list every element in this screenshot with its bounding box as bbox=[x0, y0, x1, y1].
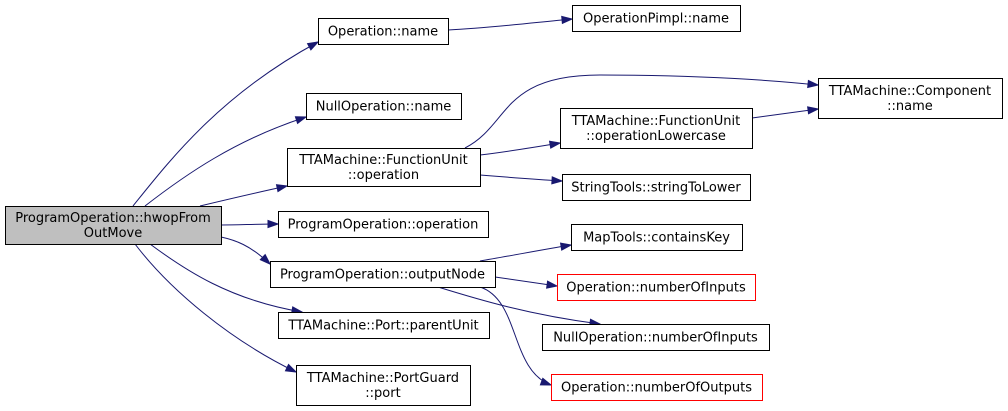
edges-layer bbox=[132, 15, 820, 386]
edge-arrowhead bbox=[551, 176, 564, 185]
edge-line bbox=[479, 244, 572, 262]
node-label: TTAMachine::PortGuard bbox=[306, 371, 459, 386]
node-box[interactable] bbox=[571, 224, 743, 251]
edge-arrowhead bbox=[546, 280, 559, 289]
edge-line bbox=[464, 74, 819, 149]
edge-arrowhead bbox=[561, 15, 574, 25]
node-label: StringTools::stringToLower bbox=[571, 181, 741, 196]
node-box[interactable] bbox=[560, 108, 753, 149]
node-po-operation[interactable]: ProgramOperation::operation bbox=[278, 211, 489, 238]
edge-root-to-op_name bbox=[132, 41, 320, 207]
edge-line bbox=[447, 18, 573, 31]
node-label: NullOperation::numberOfInputs bbox=[553, 331, 758, 346]
edge-line bbox=[199, 185, 288, 207]
node-label: Operation::name bbox=[328, 25, 438, 40]
node-str-lower[interactable]: StringTools::stringToLower bbox=[562, 174, 751, 201]
edge-po_outputnode-to-op_numoutputs bbox=[479, 286, 553, 386]
node-label: ProgramOperation::hwopFrom bbox=[15, 211, 211, 226]
edge-arrowhead bbox=[284, 363, 298, 373]
edge-arrowhead bbox=[539, 377, 553, 386]
node-box[interactable] bbox=[562, 174, 751, 201]
edge-op_name-to-opimpl_name bbox=[447, 15, 574, 31]
node-box[interactable] bbox=[551, 374, 763, 401]
node-box[interactable] bbox=[572, 5, 741, 32]
node-port-parent[interactable]: TTAMachine::Port::parentUnit bbox=[278, 312, 490, 339]
nodes-layer: ProgramOperation::hwopFromOutMoveOperati… bbox=[5, 5, 1003, 406]
edge-arrowhead bbox=[559, 242, 573, 251]
edge-fu_oplower-to-comp_name bbox=[751, 106, 820, 119]
node-portguard-port[interactable]: TTAMachine::PortGuard::port bbox=[296, 365, 471, 406]
edge-arrowhead bbox=[275, 184, 289, 193]
node-box[interactable] bbox=[818, 78, 1003, 119]
edge-arrowhead bbox=[259, 253, 272, 266]
edge-fu_operation-to-comp_name bbox=[464, 74, 820, 149]
node-label: OperationPimpl::name bbox=[583, 12, 729, 27]
node-nullop-numinputs[interactable]: NullOperation::numberOfInputs bbox=[542, 324, 770, 351]
node-label: TTAMachine::FunctionUnit bbox=[298, 153, 467, 168]
node-box[interactable] bbox=[278, 312, 490, 339]
node-map-contains[interactable]: MapTools::containsKey bbox=[571, 224, 743, 251]
edge-root-to-fu_operation bbox=[199, 184, 289, 207]
edge-arrowhead bbox=[306, 41, 320, 51]
node-op-numinputs[interactable]: Operation::numberOfInputs bbox=[557, 274, 756, 301]
node-label: ::name bbox=[887, 99, 933, 114]
edge-line bbox=[437, 286, 601, 325]
node-box[interactable] bbox=[296, 365, 471, 406]
node-label: ProgramOperation::operation bbox=[288, 218, 479, 233]
edge-line bbox=[144, 116, 307, 207]
node-op-numoutputs[interactable]: Operation::numberOfOutputs bbox=[551, 374, 763, 401]
edge-fu_operation-to-str_lower bbox=[479, 174, 564, 185]
node-label: ::port bbox=[365, 386, 400, 401]
node-label: MapTools::containsKey bbox=[583, 231, 730, 246]
edge-arrowhead bbox=[548, 140, 562, 149]
node-label: ::operation bbox=[348, 168, 419, 183]
node-label: TTAMachine::Component bbox=[828, 84, 991, 99]
edge-arrowhead bbox=[807, 79, 820, 89]
edge-line bbox=[479, 142, 561, 156]
edge-root-to-portguard_port bbox=[134, 243, 298, 373]
node-box[interactable] bbox=[5, 206, 222, 245]
edge-po_outputnode-to-map_contains bbox=[479, 242, 573, 262]
node-op-name[interactable]: Operation::name bbox=[318, 18, 449, 45]
node-po-outputnode[interactable]: ProgramOperation::outputNode bbox=[270, 261, 496, 288]
edge-arrowhead bbox=[294, 116, 308, 125]
node-fu-operation[interactable]: TTAMachine::FunctionUnit::operation bbox=[287, 148, 481, 187]
node-nullop-name[interactable]: NullOperation::name bbox=[306, 93, 462, 120]
node-box[interactable] bbox=[278, 211, 489, 238]
node-comp-name[interactable]: TTAMachine::Component::name bbox=[818, 78, 1003, 119]
node-box[interactable] bbox=[287, 148, 481, 187]
edge-po_outputnode-to-op_numinputs bbox=[494, 276, 559, 289]
edge-fu_operation-to-fu_oplower bbox=[479, 140, 562, 156]
node-label: Operation::numberOfOutputs bbox=[561, 381, 752, 396]
node-box[interactable] bbox=[318, 18, 449, 45]
edge-arrowhead bbox=[267, 219, 280, 229]
node-label: TTAMachine::FunctionUnit bbox=[571, 114, 740, 129]
node-label: NullOperation::name bbox=[316, 100, 452, 115]
node-label: Operation::numberOfInputs bbox=[566, 281, 746, 296]
node-label: OutMove bbox=[84, 226, 142, 241]
node-label: ::operationLowercase bbox=[586, 129, 726, 144]
node-label: TTAMachine::Port::parentUnit bbox=[287, 319, 478, 334]
edge-line bbox=[134, 243, 297, 373]
node-box[interactable] bbox=[557, 274, 756, 301]
edge-line bbox=[479, 174, 563, 182]
edge-root-to-po_outputnode bbox=[220, 236, 272, 266]
edge-line bbox=[479, 286, 552, 386]
edge-root-to-po_operation bbox=[220, 219, 280, 229]
edge-root-to-nullop_name bbox=[144, 116, 308, 207]
node-box[interactable] bbox=[270, 261, 496, 288]
node-opimpl-name[interactable]: OperationPimpl::name bbox=[572, 5, 741, 32]
edge-line bbox=[132, 41, 319, 207]
node-box[interactable] bbox=[542, 324, 770, 351]
node-fu-oplower[interactable]: TTAMachine::FunctionUnit::operationLower… bbox=[560, 108, 753, 149]
node-label: ProgramOperation::outputNode bbox=[280, 268, 485, 283]
edge-line bbox=[149, 243, 303, 313]
edge-arrowhead bbox=[807, 106, 820, 115]
node-box[interactable] bbox=[306, 93, 462, 120]
